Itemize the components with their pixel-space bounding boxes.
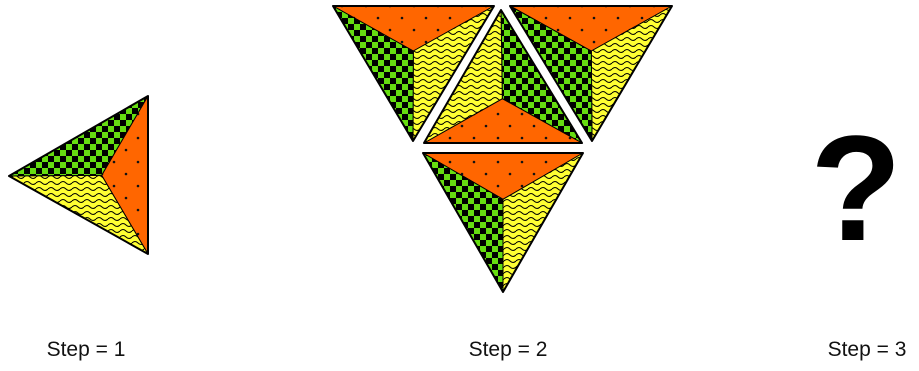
question-mark-icon: ? (810, 104, 902, 272)
step-1-tile (9, 96, 148, 254)
step-2-arrangement (333, 6, 672, 292)
step-2-label: Step = 2 (469, 338, 548, 362)
tile (9, 96, 148, 254)
step-3-label: Step = 3 (828, 338, 907, 362)
tile-bottom (423, 153, 583, 292)
step-1-label: Step = 1 (47, 338, 126, 362)
